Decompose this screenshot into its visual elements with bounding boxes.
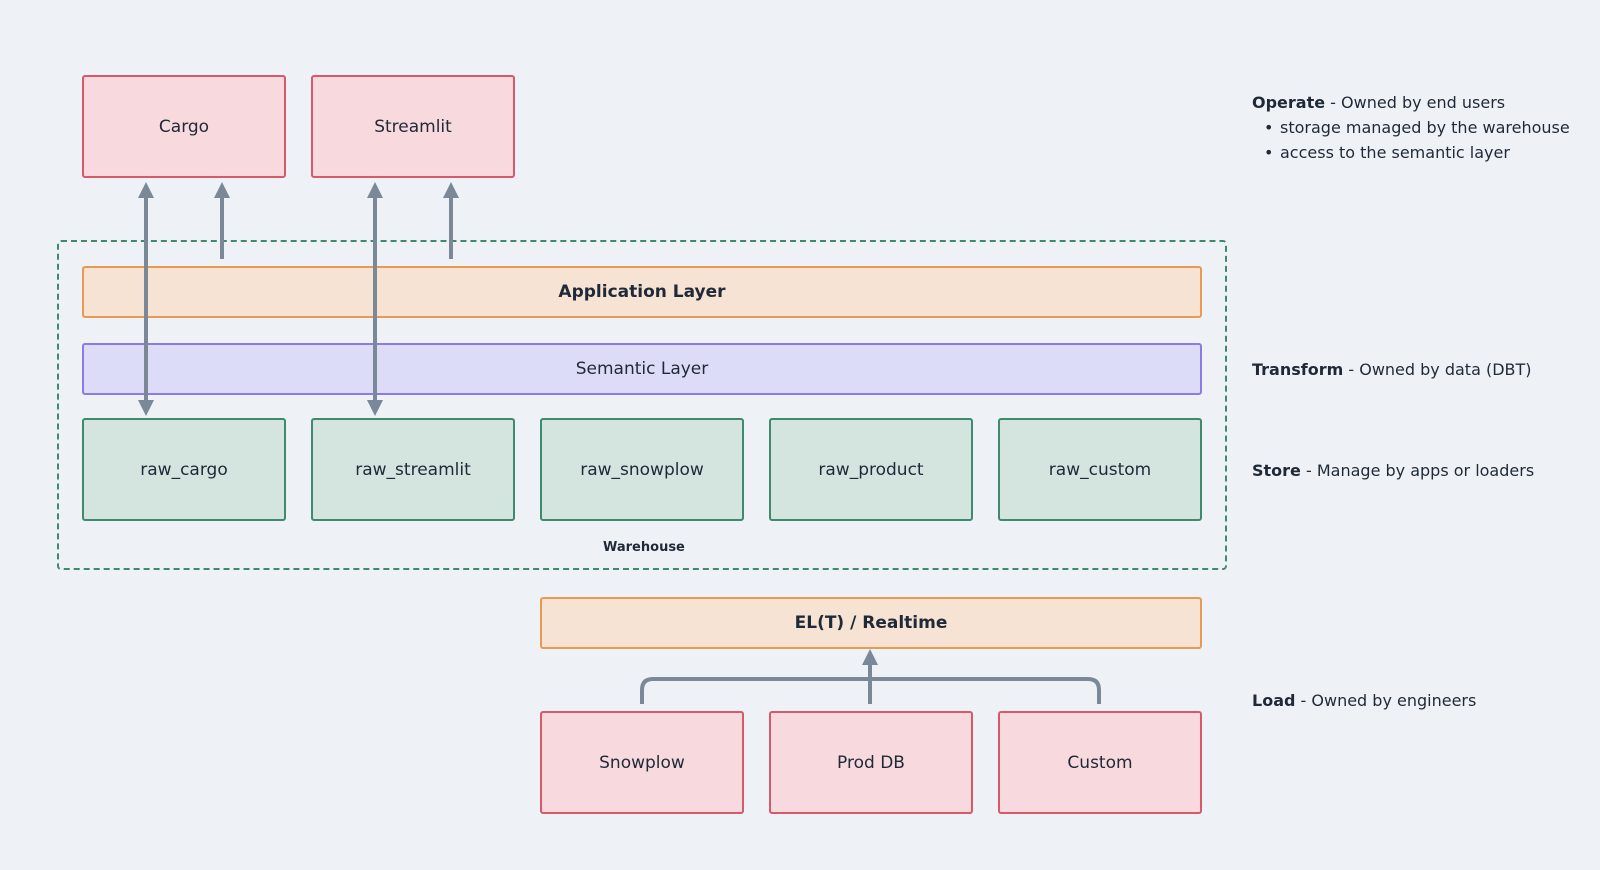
warehouse-container: [57, 240, 1227, 570]
raw-table-label: raw_snowplow: [580, 459, 704, 480]
source-box[interactable]: Prod DB: [769, 711, 973, 814]
raw-table-label: raw_product: [818, 459, 924, 480]
application-layer[interactable]: Application Layer: [82, 266, 1202, 318]
raw-table-box[interactable]: raw_snowplow: [540, 418, 744, 521]
transform-text: - Owned by data (DBT): [1343, 360, 1532, 379]
operate-bullet: storage managed by the warehouse: [1252, 115, 1570, 140]
load-title: Load: [1252, 691, 1296, 710]
operate-text: - Owned by end users: [1325, 93, 1506, 112]
warehouse-label: Warehouse: [603, 540, 685, 555]
source-label: Snowplow: [599, 752, 685, 773]
cargo-box[interactable]: Cargo: [82, 75, 286, 178]
application-layer-label: Application Layer: [558, 282, 726, 302]
store-title: Store: [1252, 461, 1301, 480]
transform-note: Transform - Owned by data (DBT): [1252, 357, 1532, 382]
operate-note: Operate - Owned by end users storage man…: [1252, 90, 1570, 165]
source-box[interactable]: Snowplow: [540, 711, 744, 814]
load-note: Load - Owned by engineers: [1252, 688, 1476, 713]
raw-table-box[interactable]: raw_cargo: [82, 418, 286, 521]
elt-realtime-box[interactable]: EL(T) / Realtime: [540, 597, 1202, 649]
semantic-layer[interactable]: Semantic Layer: [82, 343, 1202, 395]
elt-realtime-label: EL(T) / Realtime: [794, 613, 948, 633]
raw-table-box[interactable]: raw_custom: [998, 418, 1202, 521]
operate-title: Operate: [1252, 93, 1326, 112]
semantic-layer-label: Semantic Layer: [575, 359, 709, 379]
raw-table-box[interactable]: raw_streamlit: [311, 418, 515, 521]
transform-title: Transform: [1252, 360, 1344, 379]
load-text: - Owned by engineers: [1295, 691, 1477, 710]
source-label: Prod DB: [837, 752, 905, 773]
streamlit-label: Streamlit: [374, 116, 452, 137]
source-label: Custom: [1067, 752, 1133, 773]
store-text: - Manage by apps or loaders: [1300, 461, 1535, 480]
cargo-label: Cargo: [158, 116, 210, 137]
raw-table-box[interactable]: raw_product: [769, 418, 973, 521]
source-box[interactable]: Custom: [998, 711, 1202, 814]
raw-table-label: raw_custom: [1048, 459, 1152, 480]
store-note: Store - Manage by apps or loaders: [1252, 458, 1534, 483]
operate-bullet: access to the semantic layer: [1252, 140, 1570, 165]
raw-table-label: raw_cargo: [140, 459, 228, 480]
streamlit-box[interactable]: Streamlit: [311, 75, 515, 178]
raw-table-label: raw_streamlit: [355, 459, 471, 480]
